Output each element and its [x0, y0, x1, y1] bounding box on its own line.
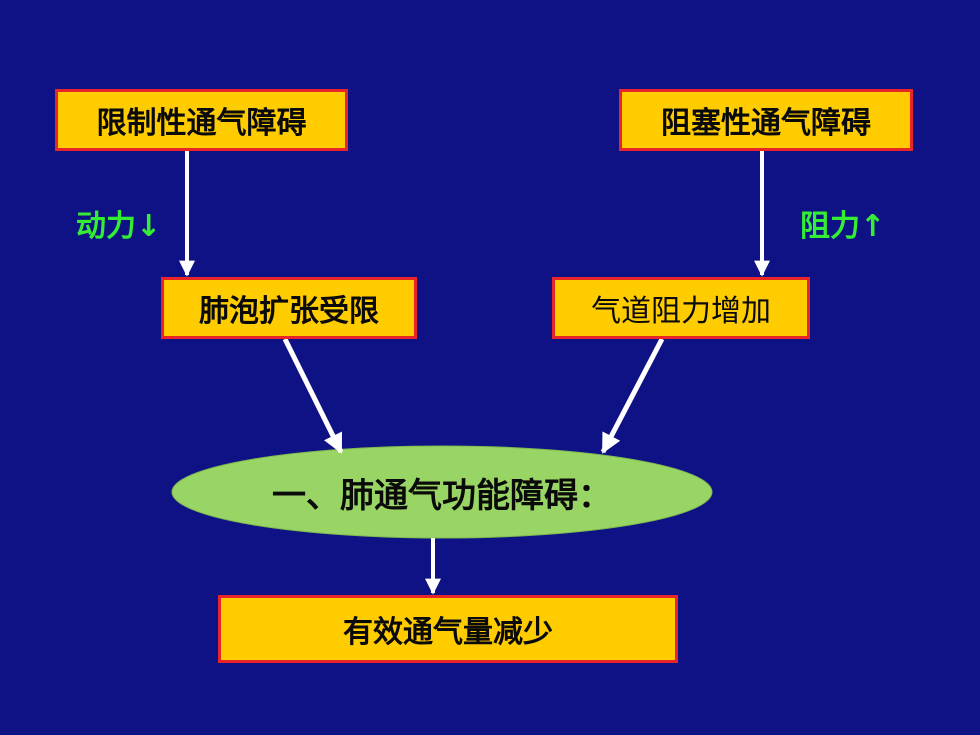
power-decrease-label: 动力↓	[76, 209, 162, 244]
airway-resistance-increase-box: 气道阻力增加	[552, 277, 810, 339]
airway-resistance-increase-text: 气道阻力增加	[591, 294, 771, 329]
restrictive-ventilation-disorder-text: 限制性通气障碍	[96, 106, 307, 141]
effective-ventilation-reduced-text: 有效通气量减少	[343, 615, 553, 650]
alveolar-expansion-limited-box: 肺泡扩张受限	[161, 277, 417, 339]
restrictive-ventilation-disorder-box: 限制性通气障碍	[55, 89, 348, 151]
pulmonary-ventilation-dysfunction-title: 一、肺通气功能障碍：	[272, 475, 612, 516]
center-ellipse	[171, 445, 713, 539]
alveolar-expansion-limited-text: 肺泡扩张受限	[199, 294, 379, 329]
effective-ventilation-reduced-box: 有效通气量减少	[218, 595, 678, 663]
arrow-airway-to-center	[600, 337, 665, 454]
obstructive-ventilation-disorder-text: 阻塞性通气障碍	[661, 106, 871, 141]
obstructive-ventilation-disorder-box: 阻塞性通气障碍	[619, 89, 913, 151]
arrow-alveolar-to-center	[282, 337, 344, 454]
resistance-increase-label: 阻力↑	[800, 209, 886, 244]
